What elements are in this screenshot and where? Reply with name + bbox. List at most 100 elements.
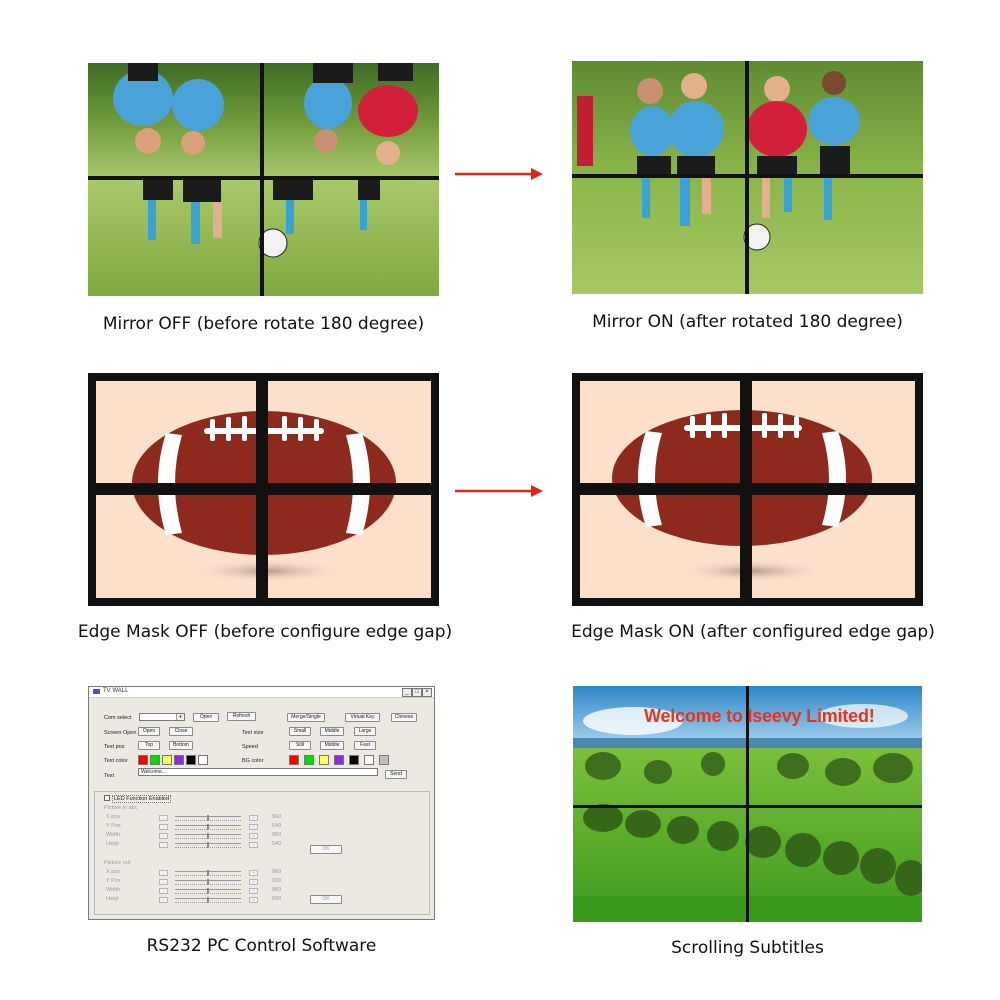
picture-out-decrease-button[interactable]: - <box>159 897 168 903</box>
window-titlebar: TV WALL _ □ × <box>89 687 434 698</box>
tv-wall-software-window: TV WALL _ □ × Com select ▼ Open Refresh … <box>88 686 435 920</box>
picture-out-value: 600 <box>272 896 282 902</box>
text-size-small-button[interactable]: Small <box>289 727 311 736</box>
led-enabled-label: LED Function Enabled <box>112 795 172 803</box>
led-function-group <box>94 791 430 915</box>
picture-in-decrease-button[interactable]: - <box>159 824 168 830</box>
picture-out-increase-button[interactable]: + <box>249 888 258 894</box>
minimize-button[interactable]: _ <box>402 688 412 697</box>
picture-out-height-label: Heigt <box>106 896 119 902</box>
text-size-middle-button[interactable]: Middle <box>320 727 344 736</box>
bg-color-label: BG color <box>242 758 264 764</box>
picture-out-slider[interactable] <box>175 897 241 904</box>
picture-in-ok-button[interactable]: OK <box>310 845 342 854</box>
picture-in-increase-button[interactable]: + <box>249 824 258 830</box>
chevron-down-icon: ▼ <box>176 714 184 720</box>
send-button[interactable]: Send <box>385 770 407 779</box>
picture-in-slider[interactable] <box>175 824 241 831</box>
picture-in-value: 960 <box>272 814 282 820</box>
picture-out-slider[interactable] <box>175 888 241 895</box>
picture-in-increase-button[interactable]: + <box>249 815 258 821</box>
right-arrow-icon-2 <box>455 485 543 497</box>
bg-color-swatch[interactable] <box>289 755 299 765</box>
close-button[interactable]: × <box>422 688 432 697</box>
bg-color-swatch[interactable] <box>319 755 329 765</box>
screen-close-button[interactable]: Close <box>169 727 193 736</box>
text-color-swatch[interactable] <box>174 755 184 765</box>
bg-color-swatch[interactable] <box>379 755 389 765</box>
edge-mask-off-football <box>88 373 439 606</box>
speed-fast-button[interactable]: Fast <box>354 741 376 750</box>
merge-single-button[interactable]: Merge/Single <box>287 713 325 722</box>
right-arrow-icon <box>455 168 543 180</box>
text-color-swatch[interactable] <box>138 755 148 765</box>
mirror-off-caption: Mirror OFF (before rotate 180 degree) <box>102 314 425 334</box>
chinese-button[interactable]: Chinese <box>391 713 417 722</box>
picture-out-slider[interactable] <box>175 870 241 877</box>
screen-open-button[interactable]: Open <box>138 727 160 736</box>
picture-out-x-pos-label: X pos <box>106 869 121 875</box>
picture-in-decrease-button[interactable]: - <box>159 833 168 839</box>
edge-mask-off-video-wall <box>88 373 439 606</box>
bg-color-swatch[interactable] <box>349 755 359 765</box>
landscape-image <box>573 686 922 922</box>
bg-color-swatch[interactable] <box>334 755 344 765</box>
subtitle-text-input[interactable]: Welcome... <box>138 768 378 776</box>
picture-out-value: 960 <box>272 869 282 875</box>
picture-in-slider[interactable] <box>175 842 241 849</box>
text-color-label: Text color <box>104 758 128 764</box>
mirror-off-video-wall <box>88 63 439 296</box>
bg-color-swatch[interactable] <box>304 755 314 765</box>
picture-in-y-pos-label: Y Pos <box>106 823 121 829</box>
picture-out-decrease-button[interactable]: - <box>159 888 168 894</box>
text-color-swatch[interactable] <box>150 755 160 765</box>
subtitles-caption: Scrolling Subtitles <box>671 938 824 958</box>
picture-out-slider[interactable] <box>175 879 241 886</box>
text-pos-bottom-button[interactable]: Bottom <box>169 741 193 750</box>
picture-out-increase-button[interactable]: + <box>249 897 258 903</box>
text-size-large-button[interactable]: Large <box>354 727 376 736</box>
picture-out-ok-button[interactable]: OK <box>310 895 342 904</box>
picture-in-slider[interactable] <box>175 833 241 840</box>
picture-out-label: Picture out <box>104 860 131 866</box>
mirror-on-caption: Mirror ON (after rotated 180 degree) <box>592 312 903 332</box>
picture-out-y-pos-label: Y Pos <box>106 878 121 884</box>
speed-middle-button[interactable]: Middle <box>320 741 344 750</box>
text-size-label: Text size <box>242 730 264 736</box>
text-label: Text <box>104 773 115 779</box>
text-pos-label: Text pos <box>104 744 125 750</box>
window-title: TV WALL <box>103 688 129 694</box>
picture-in-decrease-button[interactable]: - <box>159 842 168 848</box>
picture-in-decrease-button[interactable]: - <box>159 815 168 821</box>
speed-still-button[interactable]: Still <box>289 741 311 750</box>
edge-mask-off-caption: Edge Mask OFF (before configure edge gap… <box>77 622 453 642</box>
picture-out-decrease-button[interactable]: - <box>159 870 168 876</box>
scrolling-subtitles-video-wall <box>573 686 922 922</box>
led-enabled-checkbox[interactable] <box>104 795 110 801</box>
picture-in-slider[interactable] <box>175 815 241 822</box>
mirror-on-video-wall <box>572 61 923 294</box>
picture-in-increase-button[interactable]: + <box>249 833 258 839</box>
text-color-swatch[interactable] <box>162 755 172 765</box>
refresh-button[interactable]: Refresh <box>227 712 256 721</box>
bg-color-swatch[interactable] <box>364 755 374 765</box>
com-select-dropdown[interactable]: ▼ <box>139 713 185 721</box>
text-color-swatch[interactable] <box>198 755 208 765</box>
picture-out-increase-button[interactable]: + <box>249 870 258 876</box>
picture-in-height-label: Heigt <box>106 841 119 847</box>
maximize-button[interactable]: □ <box>412 688 422 697</box>
picture-out-increase-button[interactable]: + <box>249 879 258 885</box>
picture-in-width-label: Width <box>106 832 121 838</box>
scrolling-subtitle-text: Welcome to Iseevy Limited! <box>644 706 875 726</box>
picture-in-value: 540 <box>272 823 282 829</box>
com-open-button[interactable]: Open <box>193 713 219 722</box>
picture-out-decrease-button[interactable]: - <box>159 879 168 885</box>
picture-in-value: 540 <box>272 841 282 847</box>
virtual-key-button[interactable]: Virtual Key <box>345 713 380 722</box>
text-color-swatch[interactable] <box>186 755 196 765</box>
mirror-on-image <box>572 61 923 294</box>
edge-mask-on-football <box>572 373 923 606</box>
text-pos-top-button[interactable]: Top <box>138 741 160 750</box>
app-icon <box>93 689 100 694</box>
picture-in-increase-button[interactable]: + <box>249 842 258 848</box>
